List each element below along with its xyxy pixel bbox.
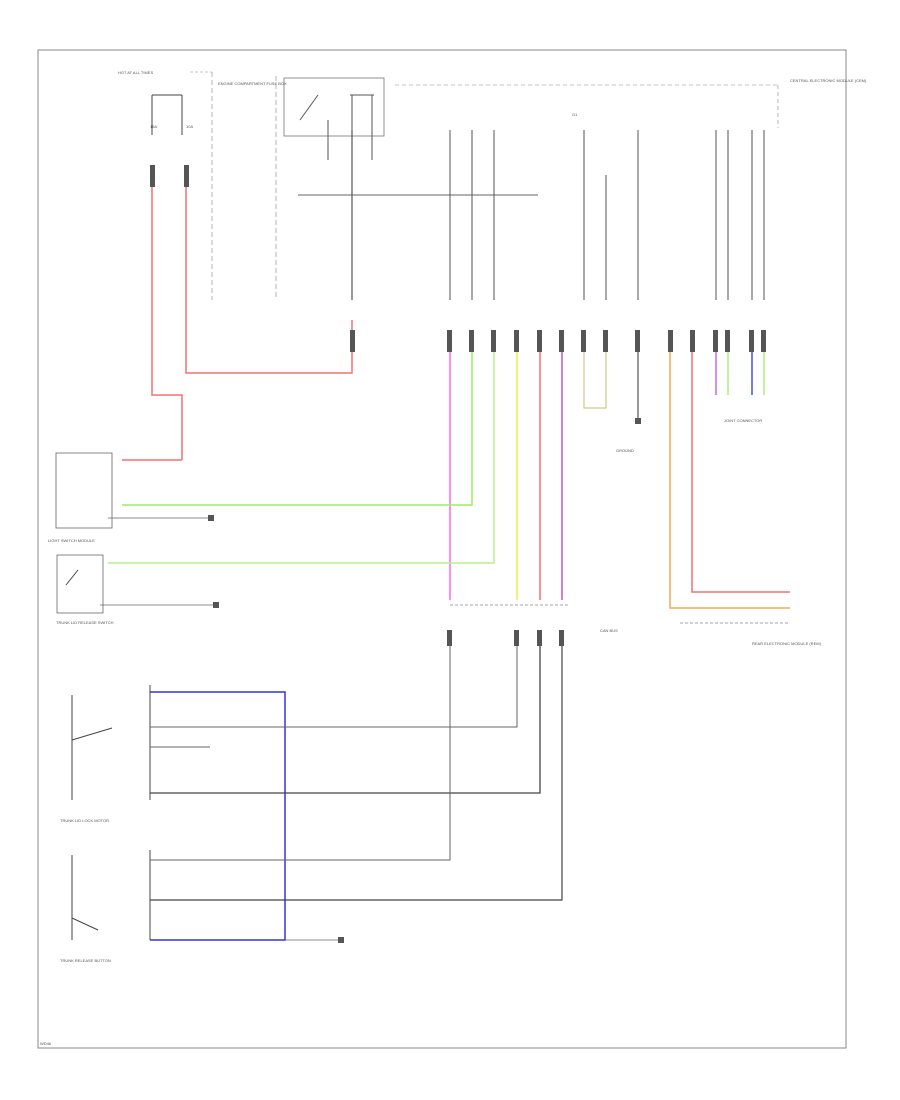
- cem-ground-label: GROUND: [616, 448, 634, 453]
- diagram-frame: [37, 49, 847, 1049]
- module-ground: [208, 515, 214, 521]
- wire-lightgreen: [108, 352, 495, 564]
- wire-lock-3: [150, 646, 541, 794]
- connector-red-2: [350, 330, 355, 352]
- left-module-label: LIGHT SWITCH MODULE: [48, 538, 95, 543]
- wire-lock-1: [150, 646, 518, 728]
- trunk-button-contact: [71, 917, 99, 931]
- wire-red-4: [691, 352, 790, 593]
- light-switch-module: [55, 452, 113, 529]
- right-label: REAR ELECTRONIC MODULE (REM): [752, 641, 822, 646]
- wire-green: [122, 352, 473, 506]
- switch-ground: [213, 602, 219, 608]
- wire-loop: [583, 352, 607, 409]
- wire-orange: [669, 352, 790, 609]
- fuse-header: HOT AT ALL TIMES: [118, 70, 153, 75]
- lock-motor-label: TRUNK LID LOCK MOTOR: [60, 818, 109, 823]
- trunk-lid-switch-contact: [65, 569, 79, 586]
- fuse-left-body: [150, 165, 155, 187]
- wire-red-2: [185, 165, 353, 374]
- vehicle-label: CAN BUS: [600, 628, 618, 633]
- fuse-block-label: ENGINE COMPARTMENT FUSE BOX: [218, 81, 287, 86]
- trunk-release-label: TRUNK RELEASE BUTTON: [60, 958, 111, 963]
- fuse-right-body: [184, 165, 189, 187]
- trunk-lid-switch-label: TRUNK LID RELEASE SWITCH: [56, 620, 114, 625]
- fuse-right-label: 10A: [186, 124, 193, 129]
- relay-contact: [299, 94, 319, 121]
- ground-label: G1: [572, 112, 578, 117]
- splice-connectors: [447, 630, 564, 646]
- ecm-label: CENTRAL ELECTRONIC MODULE (CEM): [790, 78, 867, 83]
- button-ground: [338, 937, 344, 943]
- relay-box: [283, 77, 385, 137]
- wire-blue: [150, 691, 286, 941]
- connector-row: [447, 330, 766, 352]
- ground-node: [635, 418, 641, 424]
- trunk-lid-switch-box: [56, 554, 104, 614]
- cem-pins: [449, 130, 765, 300]
- footer-code: WD46: [40, 1041, 52, 1046]
- wire-red-1: [151, 165, 183, 460]
- wire-button-1: [150, 646, 451, 861]
- fuse-left-label: 15A: [150, 124, 157, 129]
- lock-motor-contact: [71, 727, 113, 741]
- joint-label: JOINT CONNECTOR: [724, 418, 762, 423]
- wire-button-2: [150, 646, 563, 901]
